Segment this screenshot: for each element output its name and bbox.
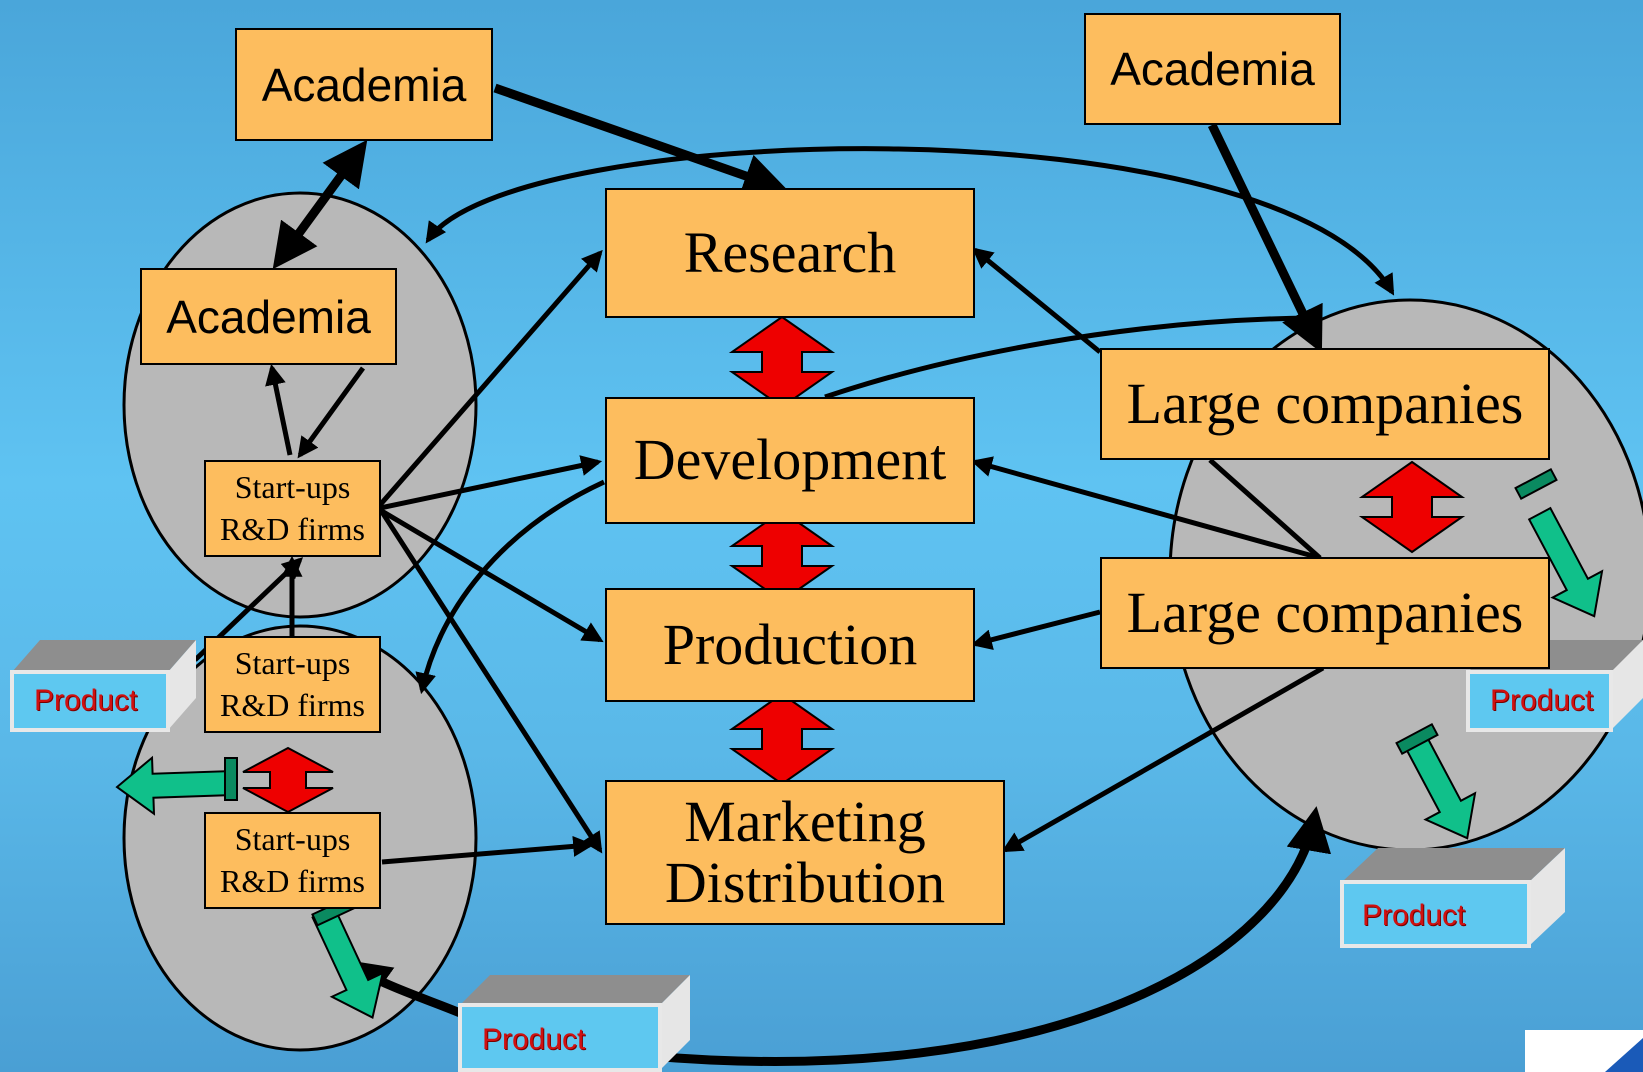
large-companies-box-2: Large companies (1100, 557, 1550, 669)
curve-development-to-startups (415, 479, 606, 695)
product-label-left: Product (34, 684, 138, 717)
product-arrow-large-upper (1527, 506, 1604, 618)
startups-label: Start-ups (234, 468, 351, 505)
academia-box-top-right: Academia (1084, 13, 1341, 125)
connector-large-companies (1208, 458, 1322, 560)
arrow-academia-to-research (493, 83, 789, 198)
startups-box-2: Start-ups R&D firms (204, 636, 381, 733)
production-label: Production (662, 611, 918, 677)
curve-development-to-large (824, 315, 1311, 400)
rd-firms-label: R&D firms (220, 510, 365, 547)
product-arrow-startups-left (115, 755, 235, 816)
arrow-startups3-to-marketing (381, 835, 595, 865)
arrow-startups-to-marketing (379, 510, 603, 854)
product-label-right-upper: Product (1490, 684, 1594, 717)
arrow-startups-to-academia (265, 363, 293, 456)
product-box-bottom (458, 975, 690, 1072)
large-companies-label: Large companies (1126, 579, 1524, 645)
rd-firms-label: R&D firms (220, 686, 365, 723)
large-companies-box-1: Large companies (1100, 348, 1550, 460)
arrow-academia-to-startups (297, 366, 366, 459)
arrow-academia-to-large (1207, 123, 1323, 354)
academia-label: Academia (261, 58, 467, 111)
startups-label: Start-ups (234, 644, 351, 681)
research-label: Research (683, 219, 897, 285)
academia-label: Academia (166, 290, 371, 343)
arrow-large-to-development (970, 456, 1321, 561)
arrow-large-to-marketing (1001, 665, 1325, 853)
product-arrow-large-lower (1400, 728, 1477, 840)
startups-label: Start-ups (234, 820, 351, 857)
marketing-distribution-box: Marketing Distribution (605, 780, 1005, 925)
arrow-startups-to-production (378, 507, 604, 643)
double-arrow-research-development (728, 315, 836, 409)
arrow-large-to-production (970, 609, 1101, 651)
double-arrow-large-companies (1358, 460, 1466, 554)
large-companies-label: Large companies (1126, 370, 1524, 436)
startups-box-1: Start-ups R&D firms (204, 460, 381, 557)
academia-box-top-left: Academia (235, 28, 493, 141)
product-arrow-startups-down (311, 906, 385, 1020)
product-arrow-cap-left (224, 757, 238, 801)
rd-firms-label: R&D firms (220, 862, 365, 899)
marketing-label: Marketing (684, 788, 926, 854)
product-label-bottom: Product (482, 1023, 586, 1056)
product-box-left (10, 640, 196, 732)
arrow-academia-academia-link (272, 139, 368, 270)
startups-box-3: Start-ups R&D firms (204, 812, 381, 909)
academia-box-inner: Academia (140, 268, 397, 365)
product-arrow-cap-large-lower (1395, 722, 1439, 756)
product-box-right-lower (1340, 848, 1565, 948)
academia-label: Academia (1110, 43, 1315, 95)
product-arrow-cap-large-upper (1514, 467, 1558, 501)
curve-product-to-large (649, 806, 1331, 1066)
product-label-right-lower: Product (1362, 899, 1466, 932)
double-arrow-production-marketing (728, 692, 836, 786)
distribution-label: Distribution (664, 849, 946, 915)
arrow-startups-to-development (379, 455, 603, 511)
production-box: Production (605, 588, 975, 702)
corner-logo (1525, 1030, 1643, 1072)
research-box: Research (605, 188, 975, 318)
development-label: Development (633, 427, 947, 493)
curve-startups-large-link (425, 146, 1395, 296)
development-box: Development (605, 397, 975, 524)
